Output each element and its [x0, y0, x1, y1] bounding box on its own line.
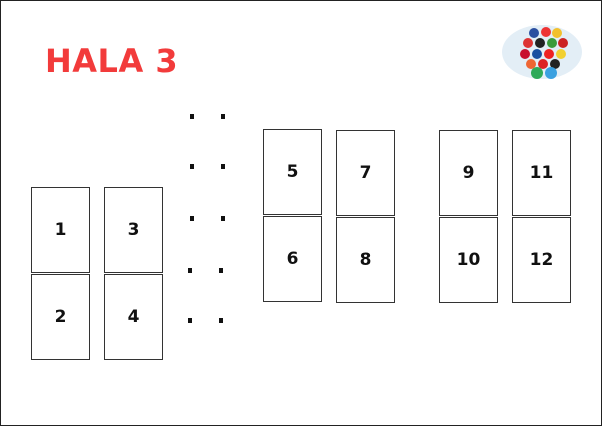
stand-7[interactable]: 7	[336, 130, 395, 216]
stand-11[interactable]: 11	[512, 130, 571, 216]
stand-6[interactable]: 6	[263, 216, 322, 302]
marker-dot	[188, 318, 192, 323]
stand-10[interactable]: 10	[439, 217, 498, 303]
marker-dot	[219, 268, 223, 273]
stand-12[interactable]: 12	[512, 217, 571, 303]
stand-1[interactable]: 1	[31, 187, 90, 273]
marker-dot	[221, 216, 225, 221]
stand-3[interactable]: 3	[104, 187, 163, 273]
world-flags-globe-logo	[502, 25, 582, 79]
marker-dot	[219, 318, 223, 323]
marker-dot	[221, 164, 225, 169]
marker-dot	[221, 114, 225, 119]
stand-2[interactable]: 2	[31, 274, 90, 360]
marker-dot	[188, 268, 192, 273]
marker-dot	[190, 216, 194, 221]
stand-8[interactable]: 8	[336, 217, 395, 303]
marker-dot	[190, 164, 194, 169]
stand-9[interactable]: 9	[439, 130, 498, 216]
stand-5[interactable]: 5	[263, 129, 322, 215]
marker-dot	[190, 114, 194, 119]
hall-title: HALA 3	[45, 42, 179, 80]
stand-4[interactable]: 4	[104, 274, 163, 360]
